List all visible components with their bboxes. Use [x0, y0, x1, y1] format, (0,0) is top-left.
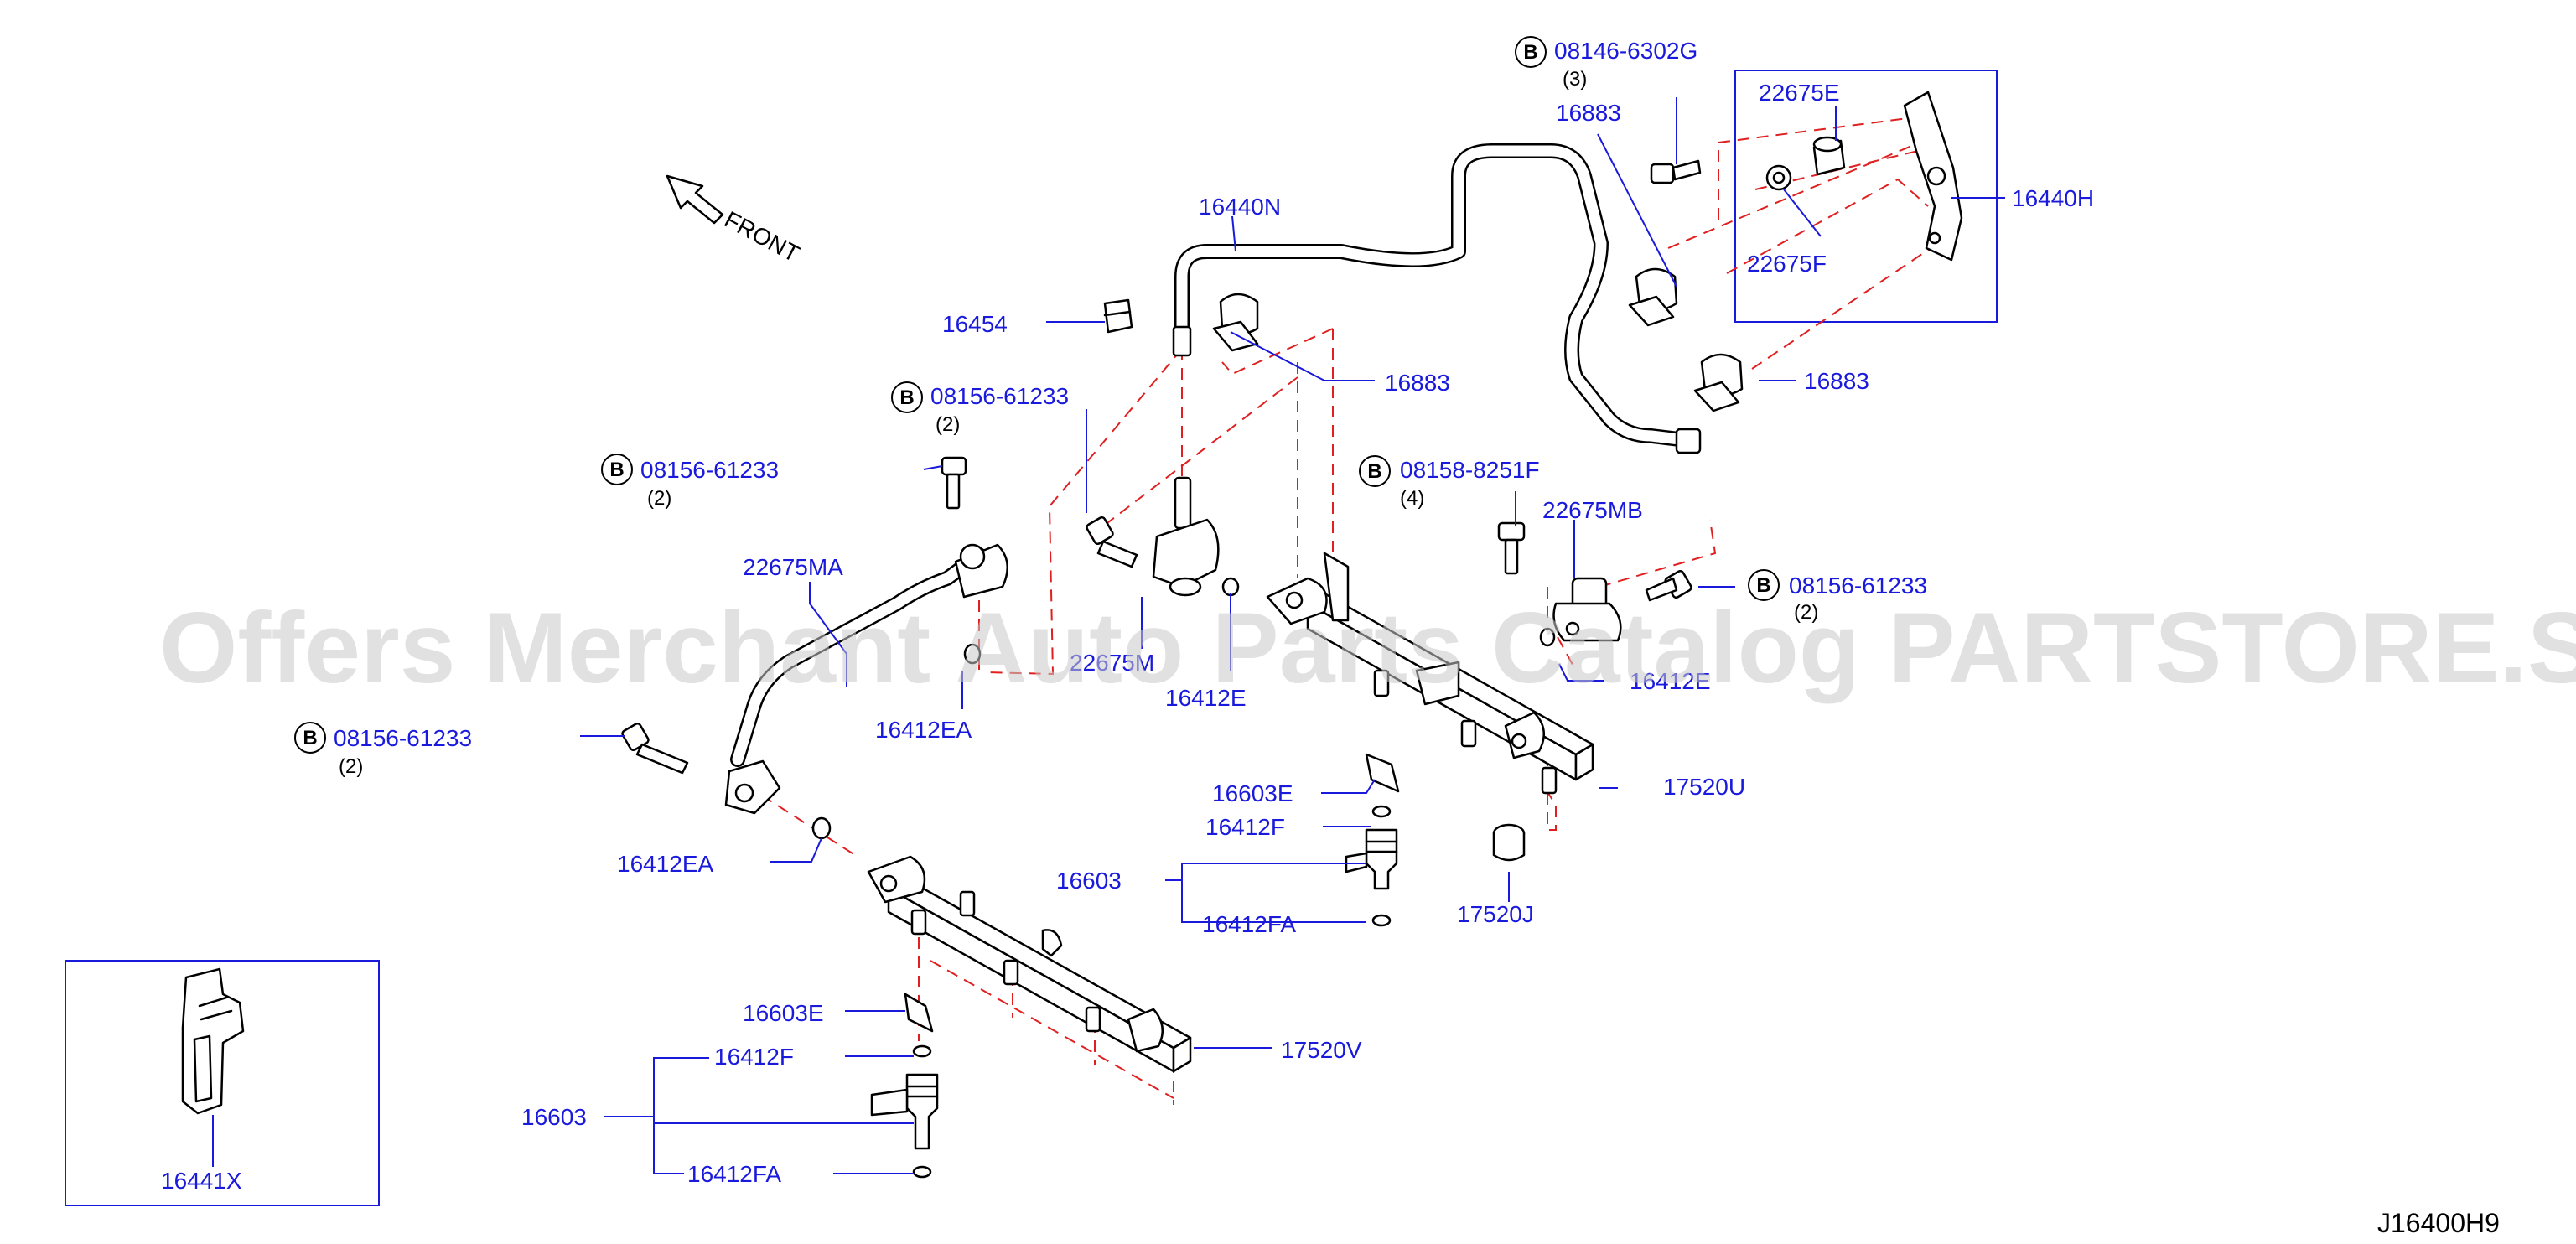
- part-labels: 16440N 16454 16883 16883 16883 16440H 22…: [161, 38, 2094, 1194]
- injector-clip-16603E-lower: [904, 993, 934, 1033]
- b-marker-08158: B: [1359, 455, 1391, 487]
- injector-16603-lower: [870, 1044, 939, 1179]
- label-16454: 16454: [942, 311, 1008, 337]
- qty-08156-61233-d: (2): [1794, 601, 1818, 624]
- svg-text:B: B: [1523, 41, 1537, 64]
- label-16883-a: 16883: [1385, 370, 1450, 396]
- label-17520J: 17520J: [1457, 901, 1534, 927]
- hose-22675MA: [724, 543, 1008, 815]
- label-08156-61233-c: 08156-61233: [334, 725, 472, 751]
- bolt-08156-61233-a: [1086, 516, 1138, 568]
- label-16412EA-a: 16412EA: [875, 717, 972, 743]
- label-16412EA-b: 16412EA: [617, 851, 714, 877]
- label-17520U: 17520U: [1663, 774, 1745, 800]
- qty-08146-6302G: (3): [1563, 68, 1587, 91]
- bolt-08158-8251F: [1497, 521, 1526, 575]
- label-16603-b: 16603: [521, 1104, 587, 1130]
- bolt-08146-6302G: [1650, 159, 1702, 184]
- label-16440H: 16440H: [2012, 185, 2094, 211]
- bracket-16440H: [1903, 91, 1963, 262]
- label-16603E-a: 16603E: [1212, 780, 1293, 806]
- clamp-16454: [1103, 298, 1133, 334]
- front-arrow-icon: FRONT: [666, 174, 804, 267]
- qty-08156-61233-a: (2): [936, 413, 960, 436]
- label-08158-8251F: 08158-8251F: [1400, 457, 1540, 483]
- b-marker-08156-c: B: [294, 722, 326, 754]
- label-16603-a: 16603: [1056, 868, 1122, 894]
- qty-08156-61233-c: (2): [339, 755, 363, 778]
- b-marker-08156-d: B: [1748, 569, 1780, 601]
- clamp-16883-a: [1212, 293, 1259, 352]
- label-16603E-b: 16603E: [743, 1000, 824, 1026]
- label-16412E-b: 16412E: [1630, 668, 1711, 694]
- pressure-damper-22675MB: [1552, 577, 1622, 642]
- label-08156-61233-a: 08156-61233: [930, 383, 1069, 409]
- o-ring-16412EA-upper: [963, 643, 982, 665]
- fuel-rail-17520U: [1266, 552, 1594, 795]
- label-08146-6302G: 08146-6302G: [1554, 38, 1697, 64]
- o-ring-16412EA-lower: [811, 816, 832, 840]
- label-17520V: 17520V: [1281, 1037, 1362, 1063]
- pressure-regulator-22675M: [1152, 476, 1220, 597]
- label-16412F-a: 16412F: [1205, 814, 1285, 840]
- svg-text:B: B: [1756, 574, 1770, 597]
- label-16412FA-b: 16412FA: [687, 1161, 781, 1187]
- collar-22675F: [1765, 164, 1792, 191]
- o-ring-16412E-b: [1539, 627, 1556, 647]
- label-16412E-a: 16412E: [1165, 685, 1247, 711]
- label-22675E: 22675E: [1759, 80, 1840, 106]
- svg-text:B: B: [609, 459, 624, 481]
- qty-08158-8251F: (4): [1400, 487, 1424, 510]
- svg-text:B: B: [303, 727, 317, 749]
- label-22675MA: 22675MA: [743, 554, 843, 580]
- bolt-08156-61233-d: [1645, 569, 1692, 602]
- b-marker-08156-a: B: [891, 381, 923, 413]
- label-22675M: 22675M: [1070, 650, 1154, 676]
- injector-clip-16603E-upper: [1365, 753, 1400, 793]
- watermark: Offers Merchant Auto Parts Catalog PARTS…: [159, 592, 2576, 704]
- clamp-16883-c: [1693, 353, 1744, 412]
- b-marker-08146: B: [1515, 36, 1547, 68]
- diagram-code: J16400H9: [2377, 1208, 2500, 1238]
- label-16883-b: 16883: [1556, 100, 1621, 126]
- front-label: FRONT: [720, 206, 804, 267]
- svg-text:B: B: [899, 386, 914, 409]
- spacer-17520J: [1492, 823, 1526, 862]
- label-22675F: 22675F: [1747, 251, 1827, 277]
- label-16412F-b: 16412F: [714, 1044, 794, 1070]
- bolt-08156-61233-c: [621, 722, 689, 775]
- clamp-16883-b: [1628, 267, 1678, 327]
- qty-08156-61233-b: (2): [647, 487, 671, 510]
- fuel-rail-17520V: [867, 855, 1192, 1073]
- b-marker-08156-b: B: [601, 454, 633, 485]
- label-08156-61233-b: 08156-61233: [640, 457, 779, 483]
- clip-16441X: [181, 967, 245, 1115]
- svg-text:B: B: [1367, 460, 1381, 483]
- label-22675MB: 22675MB: [1542, 497, 1643, 523]
- label-08156-61233-d: 08156-61233: [1789, 573, 1927, 599]
- bolt-08156-61233-b: [941, 456, 967, 510]
- label-16440N: 16440N: [1199, 194, 1281, 220]
- detail-box-16441X: [65, 960, 380, 1206]
- label-16883-c: 16883: [1804, 368, 1869, 394]
- label-16441X: 16441X: [161, 1168, 242, 1194]
- injector-16603-upper: [1345, 805, 1398, 927]
- grommet-22675E: [1812, 136, 1846, 176]
- detail-box-16440H: [1734, 70, 1998, 323]
- label-16412FA-a: 16412FA: [1202, 911, 1296, 937]
- leader-lines: [212, 97, 2005, 1174]
- fuel-hose-16440N: [1172, 143, 1702, 454]
